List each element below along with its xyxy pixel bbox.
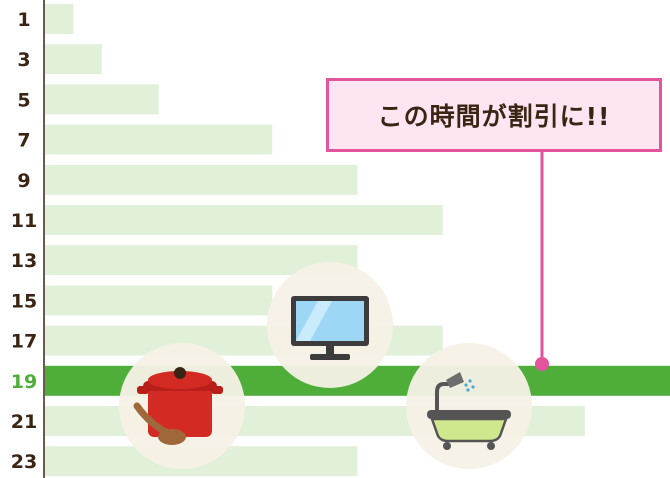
callout-text: この時間が割引に!!: [377, 102, 611, 131]
tick-label-9: 9: [17, 170, 30, 192]
tick-label-21: 21: [11, 411, 37, 433]
discount-callout: この時間が割引に!!: [326, 78, 662, 152]
bar-hour-1: [45, 4, 74, 34]
bar-hour-3: [45, 44, 102, 75]
bar-hour-5: [45, 84, 159, 115]
bar-hour-15: [45, 285, 273, 316]
tick-label-15: 15: [11, 290, 37, 312]
tick-label-11: 11: [11, 210, 37, 232]
tick-label-17: 17: [11, 331, 37, 353]
bathtub-icon: [406, 343, 532, 469]
tick-label-13: 13: [11, 250, 37, 272]
bar-hour-7: [45, 124, 273, 155]
bar-hour-9: [45, 164, 358, 195]
pot-icon: [119, 343, 245, 469]
tick-label-5: 5: [17, 89, 30, 111]
monitor-icon: [267, 262, 393, 388]
bar-hour-11: [45, 205, 443, 235]
tick-label-1: 1: [17, 9, 30, 31]
tick-label-19: 19: [11, 371, 37, 393]
tick-label-23: 23: [11, 451, 37, 473]
tick-label-3: 3: [17, 49, 30, 71]
tick-label-7: 7: [17, 130, 30, 152]
callout-marker-dot: [535, 357, 549, 371]
